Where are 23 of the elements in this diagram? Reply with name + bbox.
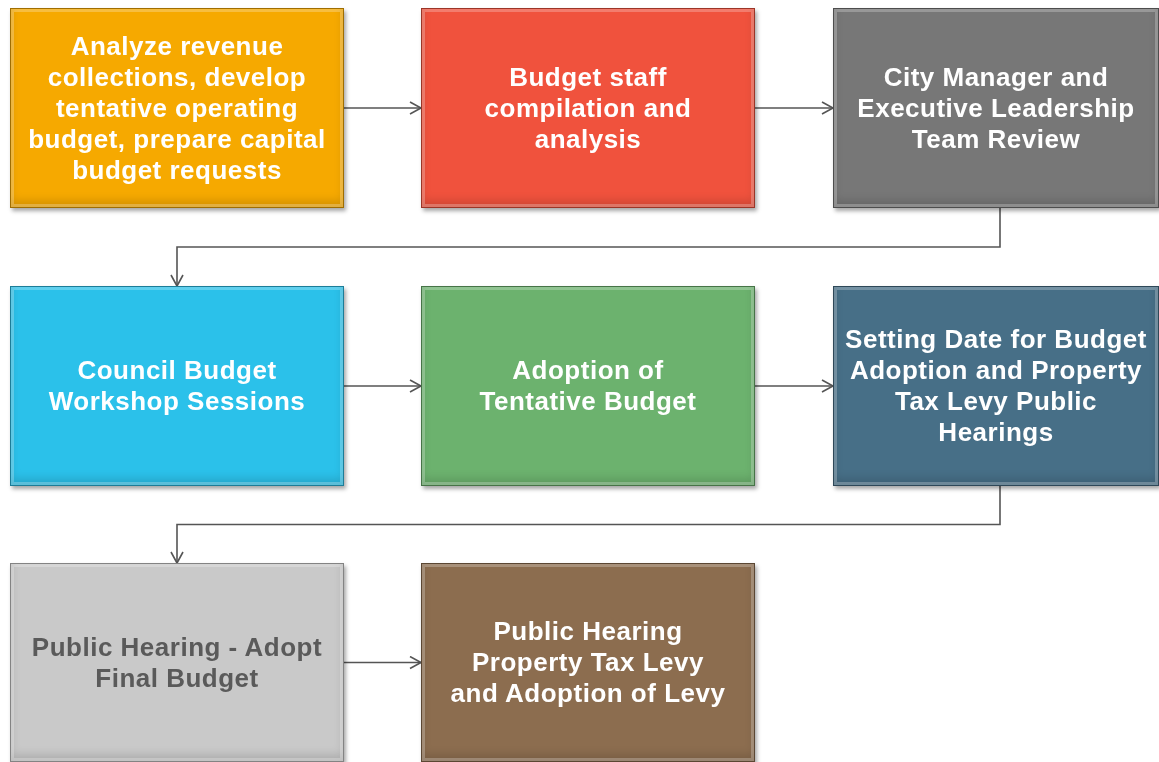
process-box [10,8,344,208]
step-text: City Manager and Executive Leadership Team Review [856,61,1136,155]
process-box [421,8,755,208]
arrow [343,379,422,393]
step-text: Council Budget Workshop Sessions [47,355,307,417]
process-box [421,563,755,762]
arrow [754,101,834,115]
arrow [170,207,1001,287]
step-text: Budget staff compilation and analysis [483,61,693,155]
step-text: Public Hearing - Adopt Final Budget [30,631,324,694]
arrow [170,485,1001,564]
step-text: Analyze revenue collections, develop tentative operating budget, prepare capital budget requests [27,30,327,186]
process-box [10,286,344,486]
step-text: Setting Date for Budget Adoption and Property Tax Levy Public Hearings [844,324,1148,448]
arrow [754,379,834,393]
arrow [343,101,422,115]
process-box [10,563,344,762]
process-box [421,286,755,486]
arrow [343,655,422,670]
process-box [833,286,1159,486]
step-text: Adoption of Tentative Budget [478,355,698,417]
process-box [833,8,1159,208]
step-text: Public Hearing Property Tax Levy and Adoption of Levy [449,616,727,709]
